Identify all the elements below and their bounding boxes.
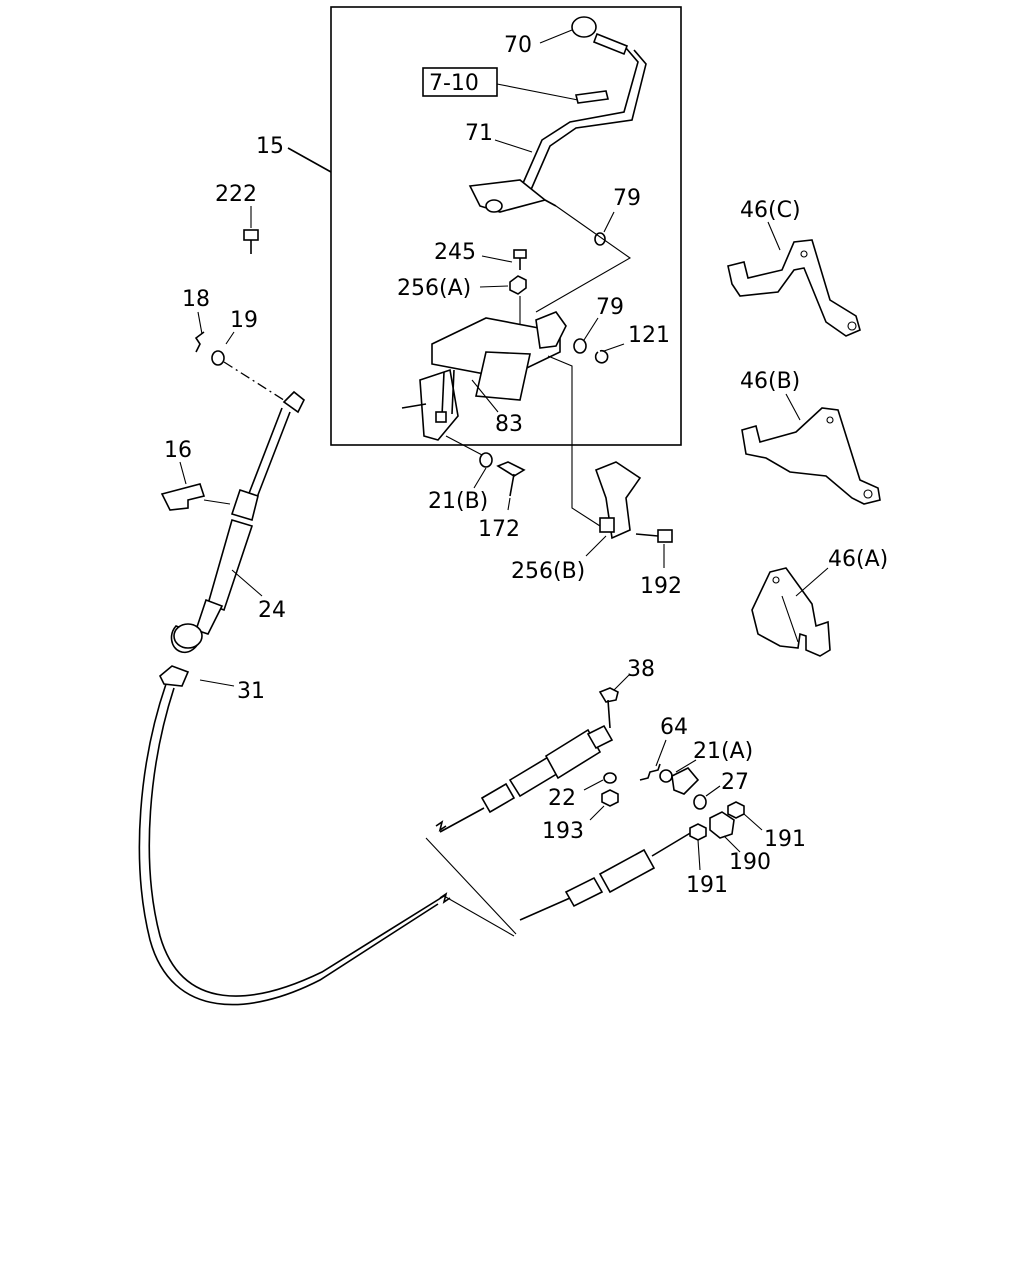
nut-191-lower — [689, 823, 707, 841]
label-222: 222 — [215, 182, 257, 207]
label-193: 193 — [542, 819, 584, 844]
bracket-46c — [727, 239, 861, 337]
pin-18 — [194, 331, 205, 353]
shift-lever-71 — [468, 47, 647, 213]
label-191-lower: 191 — [686, 873, 728, 898]
washer-22 — [603, 772, 617, 784]
label-46a: 46(A) — [828, 547, 888, 572]
cable-sheath-loop — [138, 683, 439, 1006]
label-71: 71 — [465, 121, 493, 146]
label-24: 24 — [258, 598, 286, 623]
label-16: 16 — [164, 438, 192, 463]
clip-121 — [594, 349, 609, 364]
washer-19 — [211, 350, 225, 366]
joint-190 — [709, 811, 735, 839]
bolt-172 — [496, 461, 526, 497]
bracket-46a — [751, 567, 831, 657]
label-79-lower: 79 — [596, 295, 624, 320]
label-21b: 21(B) — [428, 489, 488, 514]
shift-knob-70 — [571, 16, 629, 56]
label-19: 19 — [230, 308, 258, 333]
label-192: 192 — [640, 574, 682, 599]
label-7-10: 7-10 — [429, 71, 479, 96]
clip-16 — [160, 483, 206, 511]
shift-bracket-83 — [401, 311, 567, 441]
label-31: 31 — [237, 679, 265, 704]
label-256a: 256(A) — [397, 276, 471, 301]
label-191-upper: 191 — [764, 827, 806, 852]
label-64: 64 — [660, 715, 688, 740]
label-256b: 256(B) — [511, 559, 585, 584]
label-27: 27 — [721, 770, 749, 795]
bolt-245 — [513, 249, 527, 270]
washer-21a — [659, 769, 673, 783]
assembly-box-15 — [330, 6, 682, 446]
cable-end-upper — [439, 724, 614, 833]
label-245: 245 — [434, 240, 476, 265]
ref-box-7-10 — [422, 67, 498, 97]
nut-256a — [509, 275, 527, 295]
label-21a: 21(A) — [693, 739, 753, 764]
label-79-upper: 79 — [613, 186, 641, 211]
label-172: 172 — [478, 517, 520, 542]
bolt-38 — [598, 687, 619, 729]
label-121: 121 — [628, 323, 670, 348]
bracket-46b — [741, 407, 881, 505]
cable-end-lower — [519, 831, 693, 921]
bushing-27 — [693, 794, 707, 810]
washer-79-lower — [573, 338, 587, 354]
bolt-192 — [635, 529, 673, 543]
shift-cable-24 — [159, 390, 306, 687]
select-lever-256b — [594, 461, 642, 540]
label-190: 190 — [729, 850, 771, 875]
label-18: 18 — [182, 287, 210, 312]
bolt-222 — [243, 229, 259, 254]
label-15: 15 — [256, 134, 284, 159]
label-22: 22 — [548, 786, 576, 811]
label-83: 83 — [495, 412, 523, 437]
washer-79-upper — [594, 232, 606, 246]
nut-191-upper — [727, 801, 745, 819]
label-46b: 46(B) — [740, 369, 800, 394]
clip-64 — [639, 763, 661, 781]
label-46c: 46(C) — [740, 198, 801, 223]
label-70: 70 — [504, 33, 532, 58]
label-38: 38 — [627, 657, 655, 682]
washer-21b — [479, 452, 493, 468]
nut-193 — [601, 789, 619, 807]
